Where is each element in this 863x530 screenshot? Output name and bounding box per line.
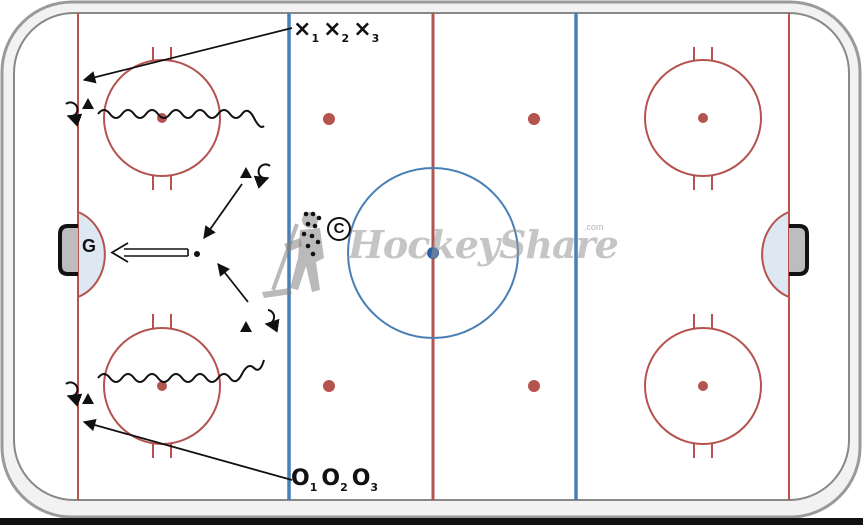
center-faceoff-dot: [427, 247, 439, 259]
player-o2-number: 2: [340, 481, 348, 494]
goalie-label: G: [82, 236, 97, 256]
left-net-icon: [58, 224, 78, 276]
pivot-icon-bottom-left: [65, 381, 83, 407]
center-circle: [347, 167, 519, 339]
neutral-dot-bottom-left: [323, 380, 335, 392]
left-crease: [77, 210, 106, 299]
team-x-players: ×1×2×3: [293, 17, 383, 45]
player-x3-number: 3: [371, 32, 380, 45]
pass-arrow-top: [82, 27, 293, 84]
shot-point-dot: [194, 251, 200, 257]
puck-icon: [301, 211, 322, 257]
player-x3-mark: ×: [353, 17, 372, 42]
pivot-icon-top-right: [253, 163, 271, 189]
pass-arrow-mid-bottom: [217, 263, 249, 303]
watermark-suffix: .com: [584, 222, 604, 232]
pivot-icon-top-left: [65, 101, 83, 127]
pass-arrow-bottom: [82, 418, 293, 481]
right-crease: [761, 210, 790, 299]
skate-path-top: [97, 109, 265, 128]
player-o1-mark: O: [291, 466, 310, 491]
skate-path-bottom: [97, 359, 265, 383]
shot-arrow: [110, 242, 189, 263]
skater-triangle-icon-bottom-left: [82, 393, 94, 404]
player-o3-number: 3: [370, 481, 379, 494]
skater-triangle-icon-top-right: [240, 167, 252, 178]
neutral-dot-bottom-right: [528, 380, 540, 392]
neutral-dot-top-left: [323, 113, 335, 125]
watermark-text: HockeyShare: [348, 222, 619, 267]
pass-arrow-mid-top: [203, 183, 243, 240]
player-x2-mark: ×: [323, 17, 342, 42]
neutral-dot-top-right: [528, 113, 540, 125]
player-x1-number: 1: [311, 32, 320, 45]
pivot-icon-bottom-right: [264, 309, 280, 333]
bottom-bar: [0, 518, 863, 525]
skater-triangle-icon-bottom-right: [240, 321, 252, 332]
player-x1-mark: ×: [293, 17, 312, 42]
skater-triangle-icon-top-left: [82, 98, 94, 109]
player-x2-number: 2: [341, 32, 350, 45]
coach-label: C: [327, 217, 351, 241]
right-top-faceoff-circle: [644, 47, 762, 190]
player-o3-mark: O: [351, 466, 371, 491]
player-o1-number: 1: [309, 481, 318, 494]
right-bottom-faceoff-circle: [644, 314, 762, 458]
right-net-icon: [789, 224, 809, 276]
player-o2-mark: O: [321, 466, 341, 491]
